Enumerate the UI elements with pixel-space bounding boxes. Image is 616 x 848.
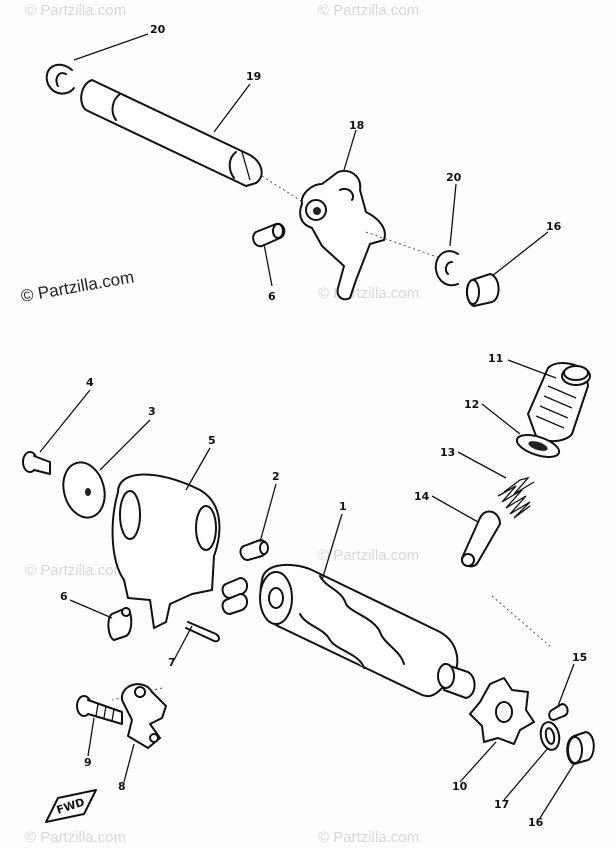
circlip-part-20-right (434, 250, 459, 287)
callout-label: 13 (440, 446, 455, 459)
gasket-part-12 (515, 434, 561, 458)
pin-part-5-small (107, 607, 133, 641)
callout-label: 16 (528, 816, 544, 829)
callout-label: 8 (118, 780, 126, 793)
fwd-arrow-marker: FWD (45, 789, 97, 823)
callout-label: 5 (208, 434, 216, 447)
cotter-pin-part-7 (185, 621, 220, 643)
callout-label: 6 (268, 290, 276, 303)
spring-part-13 (497, 476, 535, 519)
callout-label: 20 (446, 171, 462, 184)
star-plate-part-10 (469, 677, 535, 745)
watermark-faint: © Partzilla.com (318, 829, 419, 846)
circlip-part-20 (45, 63, 75, 95)
shift-shaft-part-19 (80, 79, 263, 187)
callout-label: 2 (272, 470, 280, 483)
pin-part-2 (239, 539, 269, 561)
axis-dash (491, 595, 553, 649)
pin-part-15 (548, 703, 569, 721)
washer-part-17 (539, 721, 561, 751)
plunger-part-14 (461, 510, 501, 568)
callout-label: 17 (494, 798, 509, 811)
cap-part-16-lower (566, 731, 595, 765)
callout-label: 1 (339, 500, 347, 513)
pin-part-6-upper (252, 222, 286, 248)
callout-label: 16 (546, 220, 562, 233)
watermark-faint: © Partzilla.com (318, 2, 419, 19)
axis-dash (261, 175, 307, 205)
segment-part-8 (120, 683, 167, 749)
screw-part-4 (22, 451, 51, 475)
plug-part-11 (527, 362, 591, 442)
watermark-faint: © Partzilla.com (318, 285, 419, 302)
screw-part-9 (76, 695, 123, 725)
watermark-faint: © Partzilla.com (318, 547, 419, 564)
callout-label: 6 (60, 590, 68, 603)
watermark-faint: © Partzilla.com (25, 2, 126, 19)
callout-label: 7 (168, 656, 176, 669)
callout-label: 3 (148, 405, 156, 418)
callout-label: 12 (464, 398, 479, 411)
shift-fork-part-18 (299, 170, 386, 301)
watermark-main: © Partzilla.com (19, 267, 135, 306)
callout-label: 10 (452, 780, 468, 793)
watermark-faint: © Partzilla.com (25, 829, 126, 846)
watermark-faint: © Partzilla.com (25, 562, 126, 579)
callout-label: 14 (414, 490, 430, 503)
callout-label: 11 (488, 352, 503, 365)
callout-label: 9 (84, 756, 92, 769)
cap-part-16-upper (466, 273, 500, 307)
washer-part-3 (62, 461, 106, 519)
callout-label: 15 (572, 651, 587, 664)
holder-part-5 (111, 473, 221, 629)
callout-label: 18 (349, 119, 364, 132)
pin-part-6-lower (221, 577, 248, 615)
axis-dash (365, 231, 441, 259)
shift-drum-part-1 (259, 563, 476, 699)
callout-label: 4 (86, 376, 94, 389)
callout-label: 19 (246, 70, 261, 83)
leader-lines (39, 33, 575, 819)
callout-label: 20 (150, 23, 166, 36)
